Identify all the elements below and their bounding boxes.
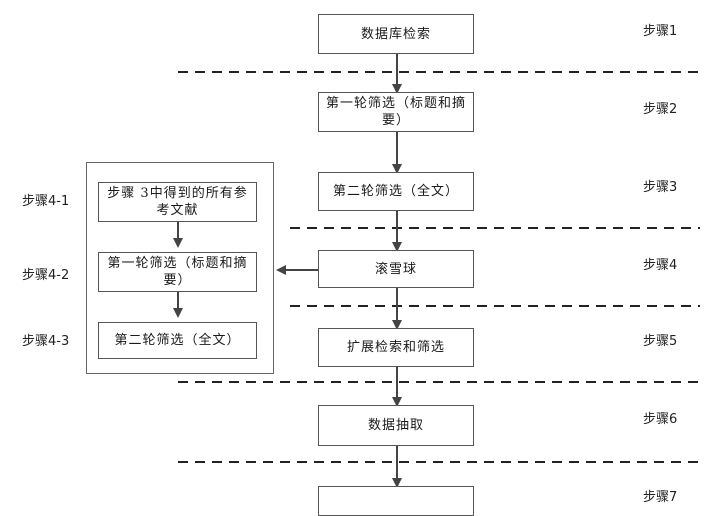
node-step7: [318, 486, 474, 516]
step4-group: [86, 162, 274, 374]
flowchart-edges: [173, 54, 700, 488]
node-first-screening: 第一轮筛选（标题和摘要）: [318, 92, 474, 132]
node-sub-second-screening: 第二轮筛选（全文）: [98, 322, 257, 359]
label-step2: 步骤2: [643, 102, 678, 117]
node-second-screening: 第二轮筛选（全文）: [318, 172, 474, 211]
label-step3: 步骤3: [643, 180, 678, 195]
node-snowball: 滚雪球: [318, 250, 474, 288]
label-step7: 步骤7: [643, 490, 678, 505]
node-database-search: 数据库检索: [318, 14, 474, 54]
label-step4: 步骤4: [643, 258, 678, 273]
label-step4-3: 步骤4-3: [22, 334, 70, 349]
label-step1: 步骤1: [643, 24, 678, 39]
node-extended-search: 扩展检索和筛选: [318, 328, 474, 367]
node-all-references: 步骤 3中得到的所有参考文献: [98, 182, 257, 222]
node-data-extraction: 数据抽取: [318, 405, 474, 446]
node-sub-first-screening: 第一轮筛选（标题和摘要）: [98, 252, 257, 292]
flowchart: 数据库检索 第一轮筛选（标题和摘要） 第二轮筛选（全文） 滚雪球 扩展检索和筛选…: [22, 14, 700, 516]
label-step6: 步骤6: [643, 412, 678, 427]
label-step4-2: 步骤4-2: [22, 268, 70, 283]
label-step5: 步骤5: [643, 334, 678, 349]
label-step4-1: 步骤4-1: [22, 194, 70, 209]
